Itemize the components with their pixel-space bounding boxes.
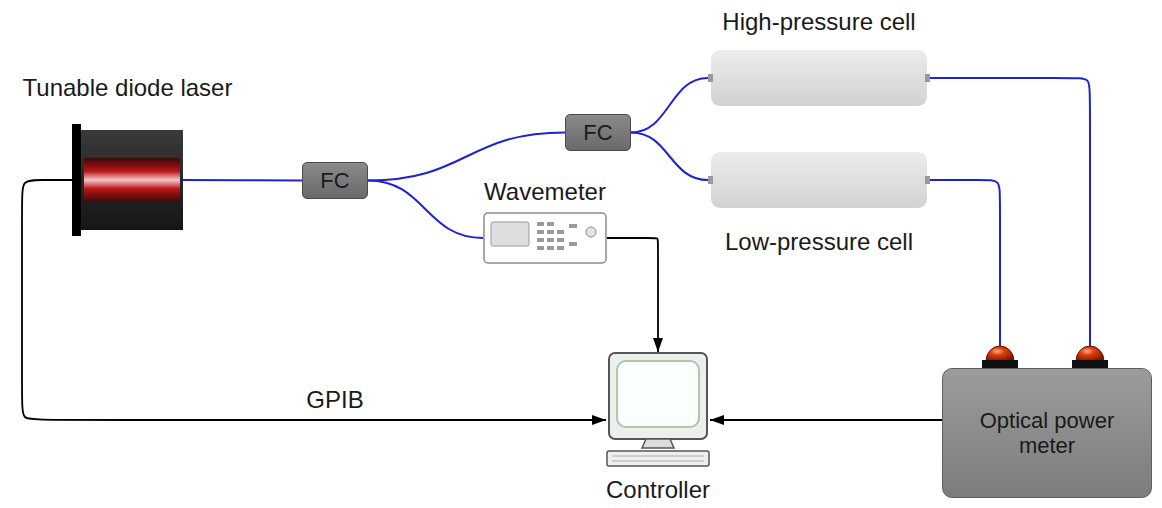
edge-label: GPIB [303, 386, 366, 414]
optical-fiber [930, 180, 1000, 368]
gas-cell: High-pressure cell [708, 50, 930, 106]
fiber-coupler: FC [565, 114, 631, 151]
sensor-dome [986, 346, 1014, 361]
wavemeter: Wavemeter [483, 212, 607, 264]
component-label: Tunable diode laser [23, 74, 233, 102]
optical-sensor [1072, 346, 1108, 368]
component-label: Wavemeter [484, 178, 606, 206]
sensor-base [1072, 360, 1108, 368]
wavemeter-icon [483, 212, 607, 264]
signal-cable [607, 238, 658, 352]
optical-sensor [982, 346, 1018, 368]
component-label: Optical power meter [962, 408, 1132, 459]
optical-fiber [368, 180, 483, 238]
component-label: FC [320, 168, 349, 193]
component-label: FC [583, 120, 612, 145]
optical-fiber [183, 179, 302, 181]
optical-fiber [631, 78, 708, 132]
cell-body [708, 50, 930, 106]
component-label: High-pressure cell [722, 8, 915, 36]
cell-body [708, 152, 930, 208]
sensor-base [982, 360, 1018, 368]
laser-body [72, 124, 183, 236]
optical-fiber [631, 132, 708, 180]
optical-fiber [930, 78, 1090, 368]
optical-fiber [368, 132, 565, 180]
gas-cell: Low-pressure cell [708, 152, 930, 208]
component-label: Controller [606, 476, 710, 504]
laser-source: Tunable diode laser [72, 124, 183, 236]
sensor-dome [1076, 346, 1104, 361]
signal-cable [710, 419, 942, 421]
computer-icon [606, 352, 710, 470]
computer: Controller [606, 352, 710, 470]
power-meter: Optical power meter [942, 368, 1152, 498]
component-label: Low-pressure cell [725, 228, 913, 256]
fiber-coupler: FC [302, 162, 368, 199]
